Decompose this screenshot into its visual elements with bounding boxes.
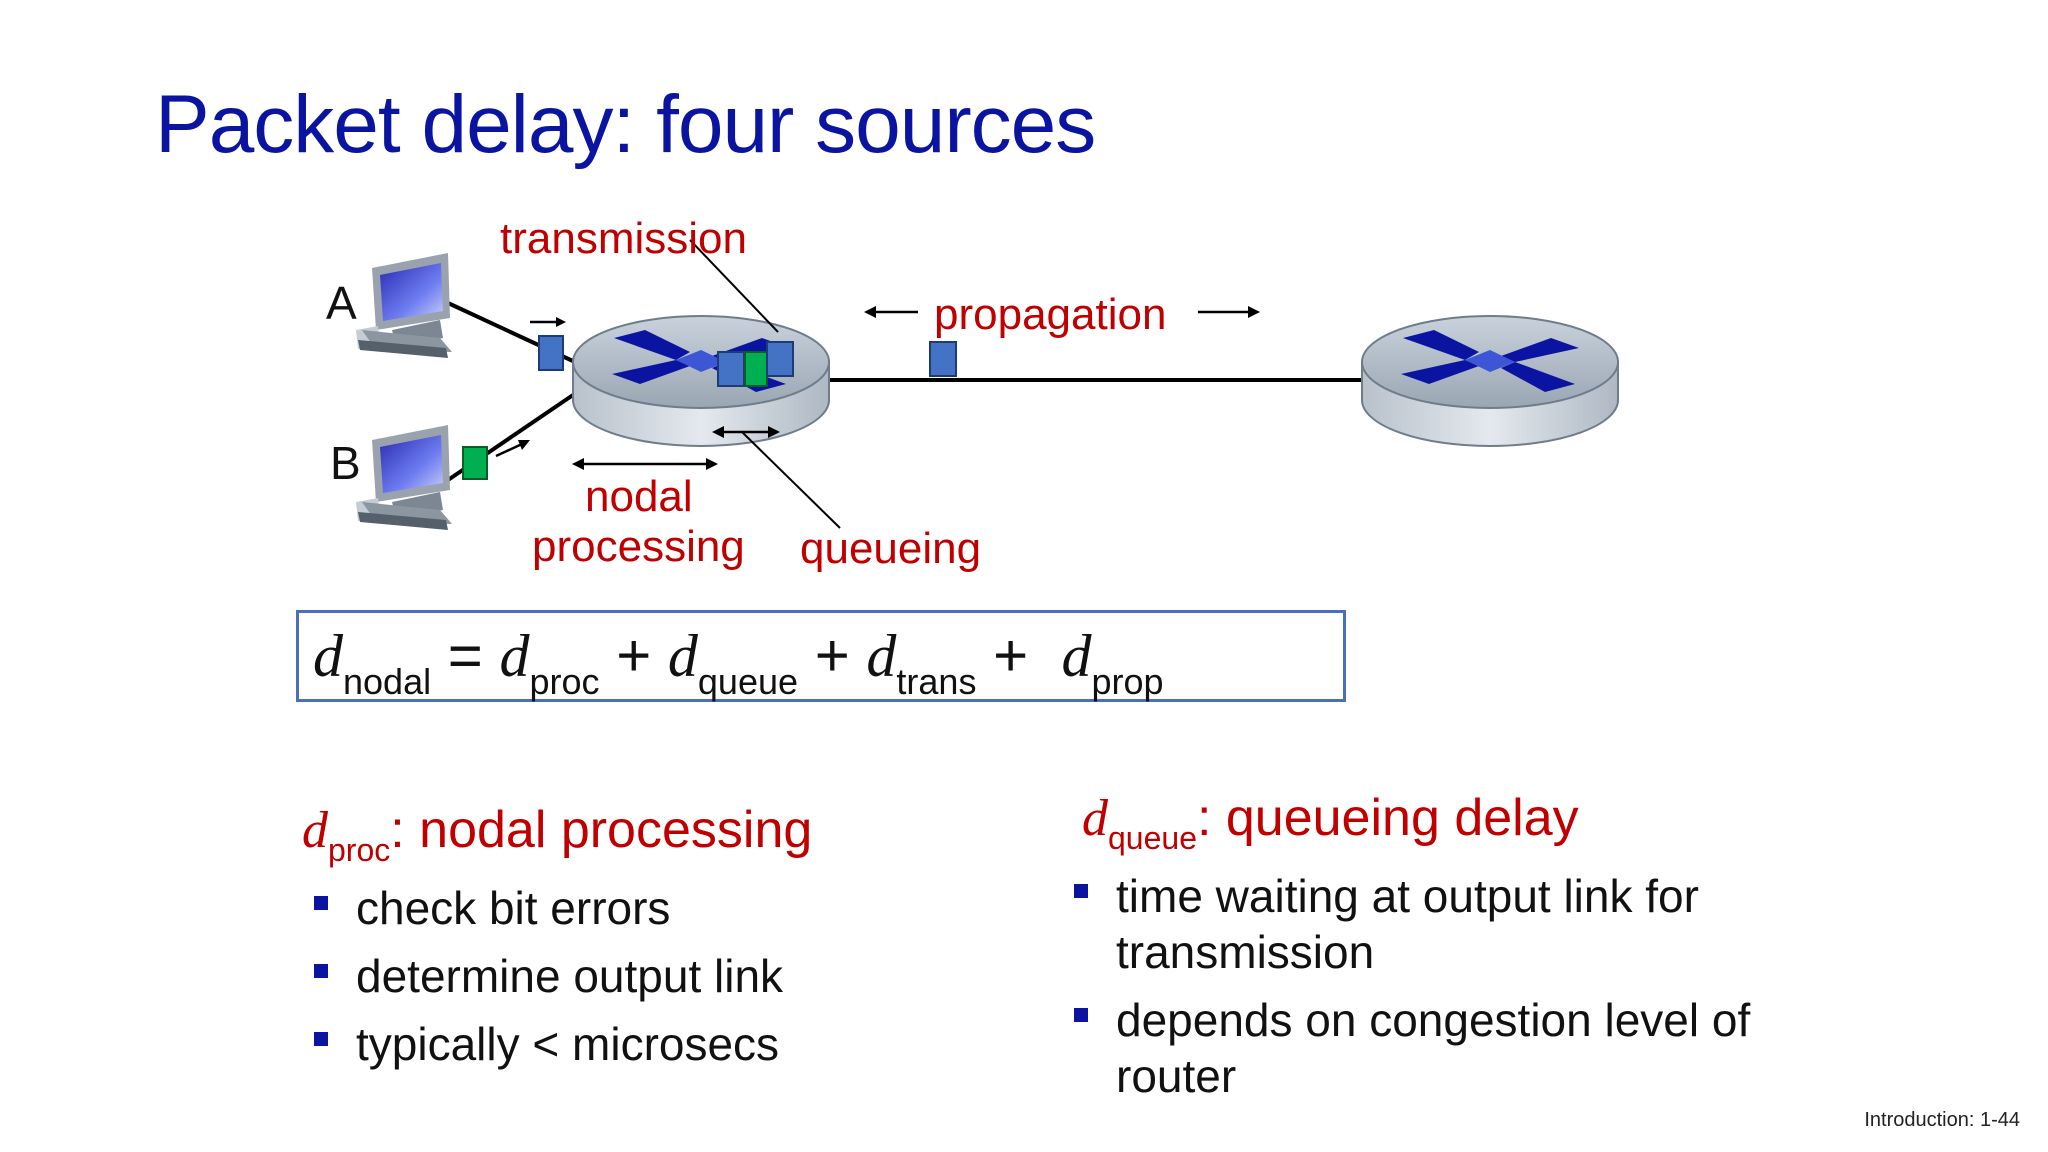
packet-blue-queue-1: [717, 351, 745, 387]
slide-title: Packet delay: four sources: [155, 79, 1096, 170]
router-1-icon: [572, 315, 830, 447]
packet-green-link-b: [462, 446, 488, 480]
processing-label: processing: [532, 522, 745, 571]
formula-d: d: [313, 623, 343, 689]
formula-plus: +: [814, 622, 850, 689]
host-a-label: A: [326, 277, 357, 329]
queueing-arrow: [712, 426, 780, 438]
nodal-processing-arrow: [572, 458, 718, 470]
formula-d: d: [667, 623, 698, 689]
formula-d: d: [499, 623, 530, 689]
nodal-delay-formula: dnodal = dproc + dqueue + dtrans + dprop: [313, 621, 1164, 703]
queueing-label: queueing: [800, 524, 982, 573]
queue-d: d: [1082, 790, 1108, 847]
nodal-label: nodal: [585, 472, 693, 521]
queue-bullet: time waiting at output link for transmis…: [1070, 868, 1790, 980]
queue-sub: queue: [1108, 820, 1197, 856]
proc-bullet: determine output link: [310, 948, 1030, 1004]
proc-d: d: [302, 802, 328, 859]
router-2-icon: [1361, 315, 1619, 447]
proc-sub: proc: [328, 832, 391, 868]
formula-d: d: [1061, 623, 1092, 689]
arrow-b-direction: [495, 440, 530, 458]
propagation-arrow-right: [1198, 306, 1260, 318]
propagation-label: propagation: [934, 290, 1167, 339]
formula-sub-trans: trans: [896, 661, 977, 702]
host-b-computer-icon: [356, 425, 452, 530]
packet-blue-queue-2: [766, 341, 794, 377]
proc-section-heading: dproc: nodal processing: [302, 800, 812, 869]
packet-blue-link-a: [538, 335, 564, 371]
propagation-arrow-left: [864, 306, 918, 318]
formula-sub-nodal: nodal: [343, 661, 432, 702]
formula-plus: +: [616, 622, 652, 689]
queue-bullet: depends on congestion level of router: [1070, 992, 1790, 1104]
formula-equals: =: [447, 622, 483, 689]
slide-footer: Introduction: 1-44: [1864, 1109, 2020, 1131]
proc-bullet-list: check bit errors determine output link t…: [310, 880, 1030, 1084]
formula-sub-proc: proc: [529, 661, 600, 702]
proc-bullet: typically < microsecs: [310, 1016, 1030, 1072]
transmission-leader-line: [689, 239, 779, 333]
proc-bullet: check bit errors: [310, 880, 1030, 936]
formula-sub-queue: queue: [697, 661, 799, 702]
host-a-computer-icon: [356, 253, 452, 358]
arrow-a-direction: [530, 317, 566, 327]
packet-blue-propagating: [929, 341, 957, 377]
queue-bullet-list: time waiting at output link for transmis…: [1070, 868, 1790, 1116]
nodal-delay-formula-box: dnodal = dproc + dqueue + dtrans + dprop: [296, 610, 1346, 702]
transmission-label: transmission: [500, 214, 747, 263]
formula-plus: +: [993, 622, 1029, 689]
host-b-label: B: [330, 437, 361, 489]
formula-sub-prop: prop: [1091, 661, 1164, 702]
queueing-leader-line: [741, 431, 841, 529]
queue-heading-text: : queueing delay: [1196, 789, 1579, 847]
proc-heading-text: : nodal processing: [390, 801, 813, 859]
packet-green-queue: [744, 351, 768, 387]
queue-section-heading: dqueue: queueing delay: [1082, 788, 1579, 857]
formula-d: d: [866, 623, 897, 689]
